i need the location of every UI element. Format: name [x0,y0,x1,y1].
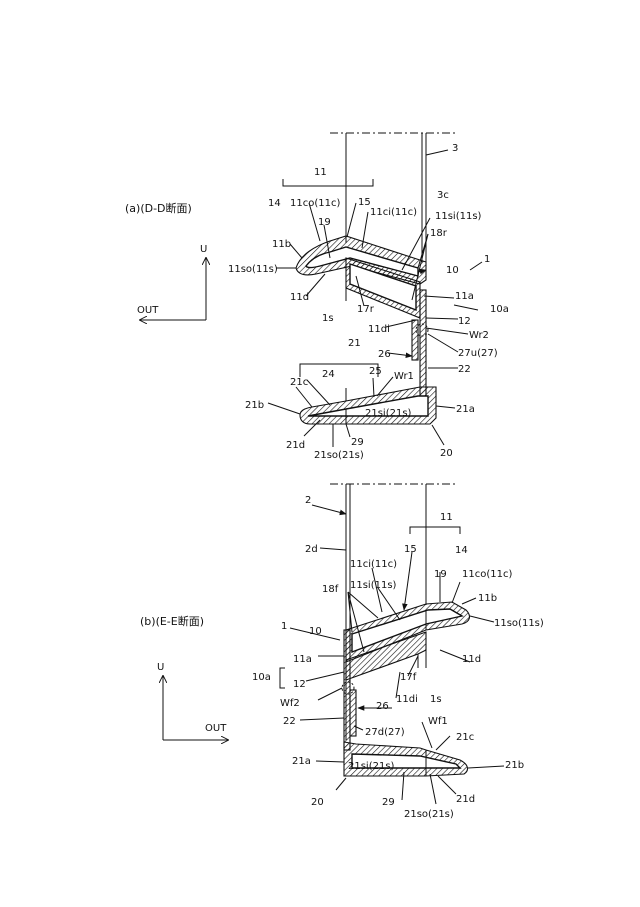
label-14-b: 14 [455,545,468,556]
label-22-b: 22 [283,716,296,727]
label-1-b: 1 [281,621,287,632]
axis-indicator-b [163,676,228,740]
axis-indicator-a [140,258,206,320]
label-26-b: 26 [376,701,389,712]
label-11a-b: 11a [293,654,312,665]
label-10a-b: 10a [252,672,271,683]
label-27d: 27d(27) [365,727,405,738]
label-wr1: Wr1 [394,371,414,382]
label-10-a: 10 [446,265,459,276]
label-11ci-b: 11ci(11c) [350,559,397,570]
label-11ci-a: 11ci(11c) [370,207,417,218]
label-25: 25 [369,366,382,377]
label-21si-b: 21si(21s) [348,761,395,772]
label-15-a: 15 [358,197,371,208]
label-27u: 27u(27) [458,348,498,359]
label-11so-a: 11so(11s) [228,264,278,275]
upper-member-11-b [345,601,471,681]
axis-up-label-b: U [157,662,164,673]
label-11d-b: 11d [462,654,481,665]
label-17r: 17r [357,304,375,315]
label-21d-a: 21d [286,440,305,451]
lower-member-21-b [343,741,469,777]
label-3c: 3c [437,190,449,201]
label-10-b: 10 [309,626,322,637]
axis-out-label-b: OUT [205,723,227,734]
label-3: 3 [452,143,458,154]
label-wf1: Wf1 [428,716,448,727]
view-b-caption: (b)(E-E断面) [140,614,204,628]
label-11d-a: 11d [290,292,309,303]
label-24: 24 [322,369,335,380]
label-20-b: 20 [311,797,324,808]
label-11di-b: 11di [396,694,418,705]
axis-out-label-a: OUT [137,305,159,316]
label-20-a: 20 [440,448,453,459]
label-21b-a: 21b [245,400,264,411]
label-11b-b: 11b [478,593,497,604]
label-10a-a: 10a [490,304,509,315]
label-11-a: 11 [314,167,327,178]
label-2d: 2d [305,544,318,555]
label-26-a: 26 [378,349,391,360]
label-12-a: 12 [458,316,471,327]
label-11-b: 11 [440,512,453,523]
label-11a-a: 11a [455,291,474,302]
label-11di-a: 11di [368,324,390,335]
label-21si-a: 21si(21s) [365,408,412,419]
label-11co-a: 11co(11c) [290,198,340,209]
label-21d-b: 21d [456,794,475,805]
label-1s-a: 1s [322,313,334,324]
label-1s-b: 1s [430,694,442,705]
label-21b-b: 21b [505,760,524,771]
label-11b-a: 11b [272,239,291,250]
label-11so-b: 11so(11s) [494,618,544,629]
label-22-a: 22 [458,364,471,375]
label-wf2: Wf2 [280,698,300,709]
label-29-b: 29 [382,797,395,808]
label-19-b: 19 [434,569,447,580]
label-29-a: 29 [351,437,364,448]
lower-member-21 [299,386,437,425]
label-21-a: 21 [348,338,361,349]
label-17f: 17f [400,672,417,683]
view-a: (a)(D-D断面) U OUT 3 3c 11 14 11co(11c) 15… [125,132,509,461]
label-19-a: 19 [318,217,331,228]
label-wr2: Wr2 [469,330,489,341]
label-14-a: 14 [268,198,281,209]
label-15-b: 15 [404,544,417,555]
leaders-b [279,504,505,805]
label-11co-b: 11co(11c) [462,569,512,580]
label-21so-a: 21so(21s) [314,450,364,461]
label-21a-b: 21a [292,756,311,767]
label-12-b: 12 [293,679,306,690]
axis-up-label-a: U [200,244,207,255]
label-11si-b: 11si(11s) [350,580,397,591]
label-11si-a: 11si(11s) [435,211,482,222]
label-2: 2 [305,495,311,506]
label-21c-a: 21c [290,377,308,388]
label-18r: 18r [430,228,448,239]
view-a-caption: (a)(D-D断面) [125,201,192,215]
leaders-a [267,149,483,447]
label-1-a: 1 [484,254,490,265]
label-21so-b: 21so(21s) [404,809,454,820]
label-21c-b: 21c [456,732,474,743]
label-21a-a: 21a [456,404,475,415]
view-b: (b)(E-E断面) U OUT 2 11 2d 11ci(11c) 15 14… [140,483,544,820]
label-18f: 18f [322,584,339,595]
